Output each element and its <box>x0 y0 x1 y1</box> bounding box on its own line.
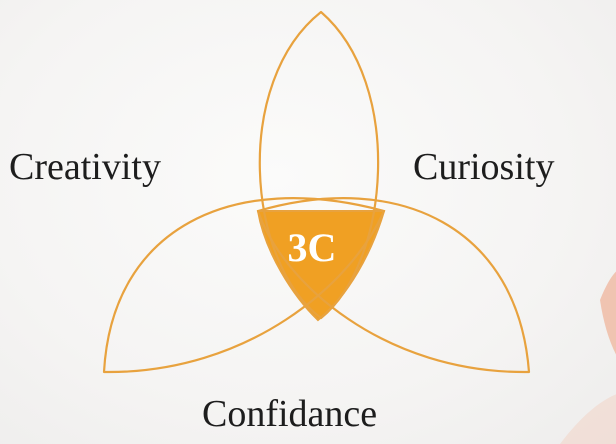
label-creativity: Creativity <box>9 148 161 186</box>
skin-shape-lower <box>560 391 616 444</box>
skin-shape <box>600 262 616 380</box>
label-confidance: Confidance <box>202 395 377 433</box>
label-curiosity: Curiosity <box>413 148 554 186</box>
background-photo-fragment <box>560 262 616 444</box>
center-label-3c: 3C <box>274 228 350 268</box>
